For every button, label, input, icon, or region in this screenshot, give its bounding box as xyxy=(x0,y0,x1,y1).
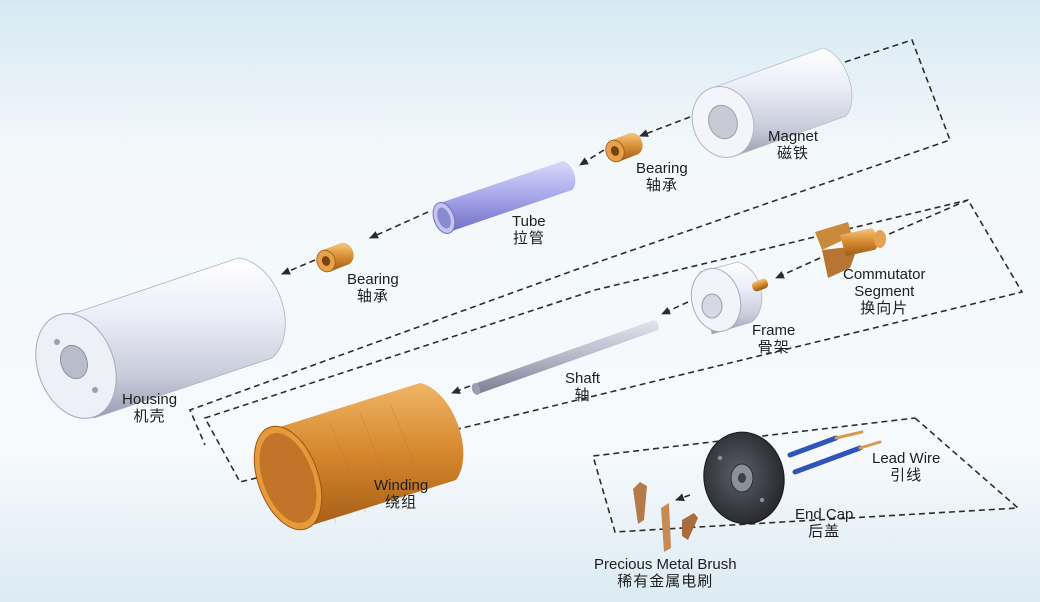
arrow-commutator-to-frame xyxy=(775,257,821,279)
lead-wire-label: Lead Wire 引线 xyxy=(872,450,940,484)
commutator-label-en-1: Commutator xyxy=(843,266,926,283)
housing-label-en: Housing xyxy=(122,391,178,408)
end-cap-label-zh: 后盖 xyxy=(808,522,841,540)
frame-label-zh: 骨架 xyxy=(757,338,790,356)
brush-label-en: Precious Metal Brush xyxy=(594,556,737,573)
housing-label: Housing 机壳 xyxy=(122,391,177,425)
shaft-part xyxy=(471,320,659,395)
bearing-2-label-zh: 轴承 xyxy=(356,287,389,305)
shaft-label-en: Shaft xyxy=(565,370,601,387)
magnet-part xyxy=(691,47,853,158)
magnet-label-zh: 磁铁 xyxy=(777,144,810,162)
winding-label: Winding 绕组 xyxy=(374,477,428,511)
bearing-1-part xyxy=(605,132,643,163)
end-cap-part xyxy=(703,430,882,525)
arrow-bearing-to-housing xyxy=(281,259,316,275)
middle-dashed-line xyxy=(203,198,1024,483)
arrow-shaft-to-winding xyxy=(451,385,471,394)
arrow-tube-to-bearing xyxy=(369,211,429,239)
frame-part xyxy=(690,261,769,335)
tube-label: Tube 拉管 xyxy=(512,213,546,247)
bearing-1-label: Bearing 轴承 xyxy=(636,160,688,194)
magnet-label-en: Magnet xyxy=(768,128,819,145)
arrow-bearing-to-tube xyxy=(579,149,605,166)
commutator-label-en-2: Segment xyxy=(854,283,915,300)
winding-part xyxy=(253,383,464,531)
commutator-segment-part xyxy=(815,222,886,278)
commutator-segment-label: Commutator Segment 换向片 xyxy=(843,266,926,317)
tube-part xyxy=(432,161,576,234)
magnet-label: Magnet 磁铁 xyxy=(768,128,818,162)
brush-label-zh: 稀有金属电刷 xyxy=(617,572,714,590)
precious-metal-brush-label: Precious Metal Brush 稀有金属电刷 xyxy=(594,556,737,590)
housing-label-zh: 机壳 xyxy=(133,407,166,425)
end-cap-label-en: End Cap xyxy=(795,506,854,523)
lead-wire-label-zh: 引线 xyxy=(890,466,923,484)
housing-part xyxy=(35,257,286,419)
shaft-label: Shaft 轴 xyxy=(565,370,600,404)
bearing-2-part xyxy=(316,242,354,273)
shaft-label-zh: 轴 xyxy=(574,386,591,404)
arrow-endcap-to-brush xyxy=(675,493,691,502)
top-outer-dashed-line xyxy=(188,39,952,446)
commutator-label-zh: 换向片 xyxy=(860,299,909,317)
winding-label-zh: 绕组 xyxy=(385,493,418,511)
bearing-2-label-en: Bearing xyxy=(347,271,399,288)
arrow-magnet-to-bearing xyxy=(639,116,691,137)
tube-label-en: Tube xyxy=(512,213,546,230)
bearing-1-label-zh: 轴承 xyxy=(645,176,678,194)
frame-label-en: Frame xyxy=(752,322,796,339)
bottom-dashed-line xyxy=(591,417,1020,533)
bearing-1-label-en: Bearing xyxy=(636,160,688,177)
tube-label-zh: 拉管 xyxy=(512,229,545,247)
bearing-2-label: Bearing 轴承 xyxy=(347,271,399,305)
arrow-frame-to-shaft xyxy=(661,301,689,315)
winding-label-en: Winding xyxy=(374,477,429,494)
frame-label: Frame 骨架 xyxy=(752,322,795,356)
lead-wire-label-en: Lead Wire xyxy=(872,450,941,467)
precious-metal-brush-part xyxy=(633,482,698,552)
end-cap-label: End Cap 后盖 xyxy=(795,506,853,540)
